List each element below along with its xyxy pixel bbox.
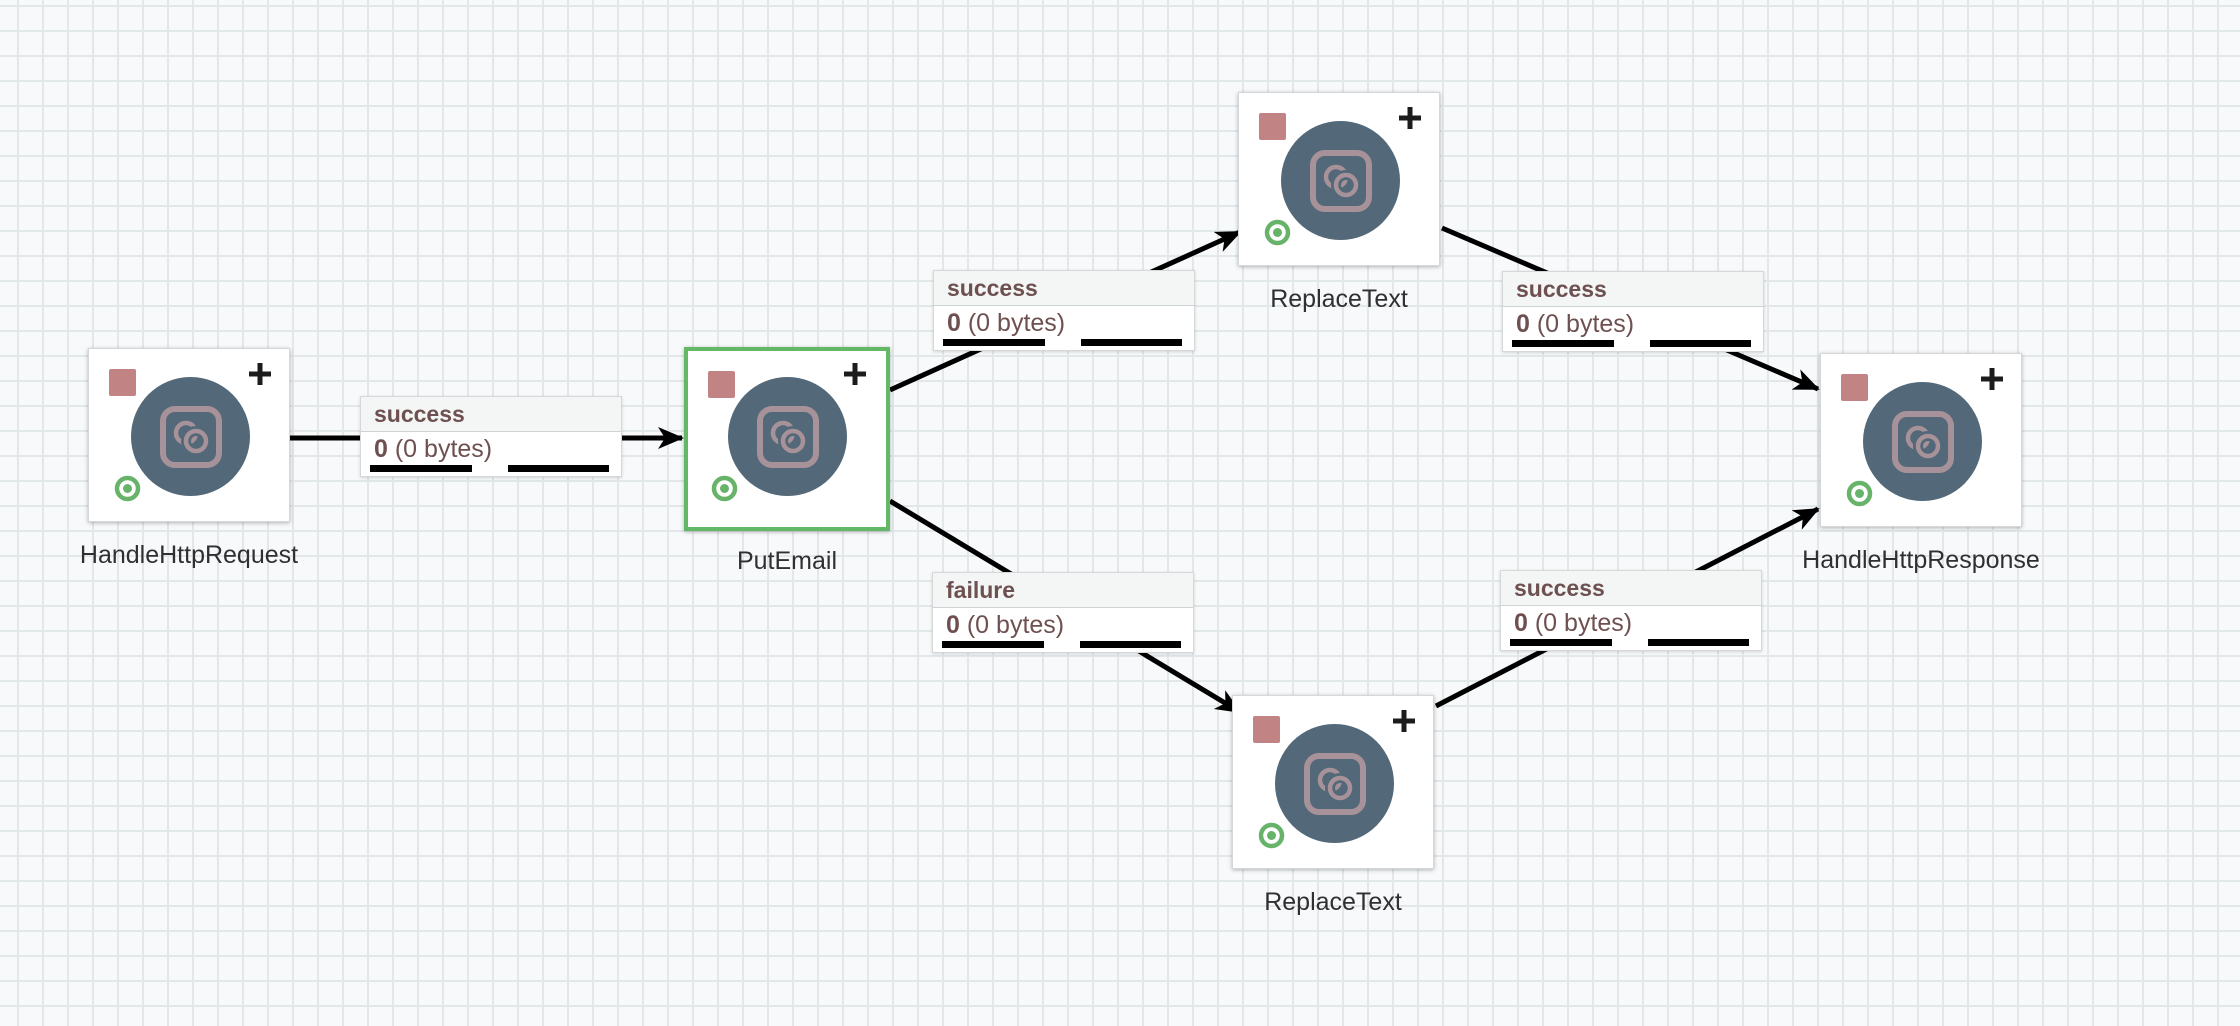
processor-icon xyxy=(1275,724,1394,843)
stopped-indicator-icon xyxy=(1259,113,1286,140)
queue-count-bar xyxy=(943,339,1045,346)
plus-icon[interactable] xyxy=(842,361,868,387)
connection-label[interactable]: failure 0 (0 bytes) xyxy=(932,572,1194,653)
processor-name: HandleHttpRequest xyxy=(79,541,299,569)
connection-label[interactable]: success 0 (0 bytes) xyxy=(360,396,622,477)
processor-name: ReplaceText xyxy=(1264,888,1402,916)
connection-relationship: failure xyxy=(933,573,1193,608)
queued-size: (0 bytes) xyxy=(967,309,1066,337)
queued-count: 0 xyxy=(946,611,960,639)
queue-size-bar xyxy=(508,465,609,472)
processor-icon xyxy=(1863,382,1982,501)
run-status-icon xyxy=(1264,219,1291,246)
processor-node-handlehttprequest[interactable]: HandleHttpRequest xyxy=(80,348,298,569)
plus-icon[interactable] xyxy=(1391,708,1417,734)
queued-size: (0 bytes) xyxy=(394,435,493,463)
processor-node-handlehttpresponse[interactable]: HandleHttpResponse xyxy=(1802,353,2040,574)
queue-size-bar xyxy=(1081,339,1182,346)
processor-name: PutEmail xyxy=(736,547,838,575)
processor-node-replacetext-top[interactable]: ReplaceText xyxy=(1238,92,1440,313)
queued-size: (0 bytes) xyxy=(966,611,1065,639)
connection-label[interactable]: success 0 (0 bytes) xyxy=(1500,570,1762,651)
processor-icon xyxy=(1281,121,1400,240)
stopped-indicator-icon xyxy=(1253,716,1280,743)
processor-name: HandleHttpResponse xyxy=(1802,546,2040,574)
stopped-indicator-icon xyxy=(708,371,735,398)
connection-relationship: success xyxy=(1501,571,1761,606)
stopped-indicator-icon xyxy=(1841,374,1868,401)
connection-queue-stats: 0 (0 bytes) xyxy=(1503,307,1763,351)
plus-icon[interactable] xyxy=(247,361,273,387)
queue-count-bar xyxy=(1510,639,1612,646)
processor-node-replacetext-bottom[interactable]: ReplaceText xyxy=(1232,695,1434,916)
connection-label[interactable]: success 0 (0 bytes) xyxy=(1502,271,1764,352)
queued-count: 0 xyxy=(947,309,961,337)
queued-count: 0 xyxy=(1516,310,1530,338)
connection-label[interactable]: success 0 (0 bytes) xyxy=(933,270,1195,351)
connection-relationship: success xyxy=(1503,272,1763,307)
processor-icon xyxy=(131,377,250,496)
processor-node-putemail[interactable]: PutEmail xyxy=(684,347,890,575)
plus-icon[interactable] xyxy=(1397,105,1423,131)
queue-size-bar xyxy=(1650,340,1751,347)
queue-count-bar xyxy=(370,465,472,472)
queue-count-bar xyxy=(1512,340,1614,347)
connection-queue-stats: 0 (0 bytes) xyxy=(1501,606,1761,650)
run-status-icon xyxy=(1846,480,1873,507)
run-status-icon xyxy=(1258,822,1285,849)
queue-size-bar xyxy=(1648,639,1749,646)
stopped-indicator-icon xyxy=(109,369,136,396)
queue-count-bar xyxy=(942,641,1044,648)
connection-relationship: success xyxy=(361,397,621,432)
connection-queue-stats: 0 (0 bytes) xyxy=(361,432,621,476)
processor-name: ReplaceText xyxy=(1270,285,1408,313)
queue-size-bar xyxy=(1080,641,1181,648)
processor-icon xyxy=(728,377,847,496)
queued-size: (0 bytes) xyxy=(1536,310,1635,338)
queued-count: 0 xyxy=(1514,609,1528,637)
run-status-icon xyxy=(711,475,738,502)
connection-relationship: success xyxy=(934,271,1194,306)
queued-count: 0 xyxy=(374,435,388,463)
queued-size: (0 bytes) xyxy=(1534,609,1633,637)
connection-queue-stats: 0 (0 bytes) xyxy=(933,608,1193,652)
run-status-icon xyxy=(114,475,141,502)
connection-queue-stats: 0 (0 bytes) xyxy=(934,306,1194,350)
plus-icon[interactable] xyxy=(1979,366,2005,392)
